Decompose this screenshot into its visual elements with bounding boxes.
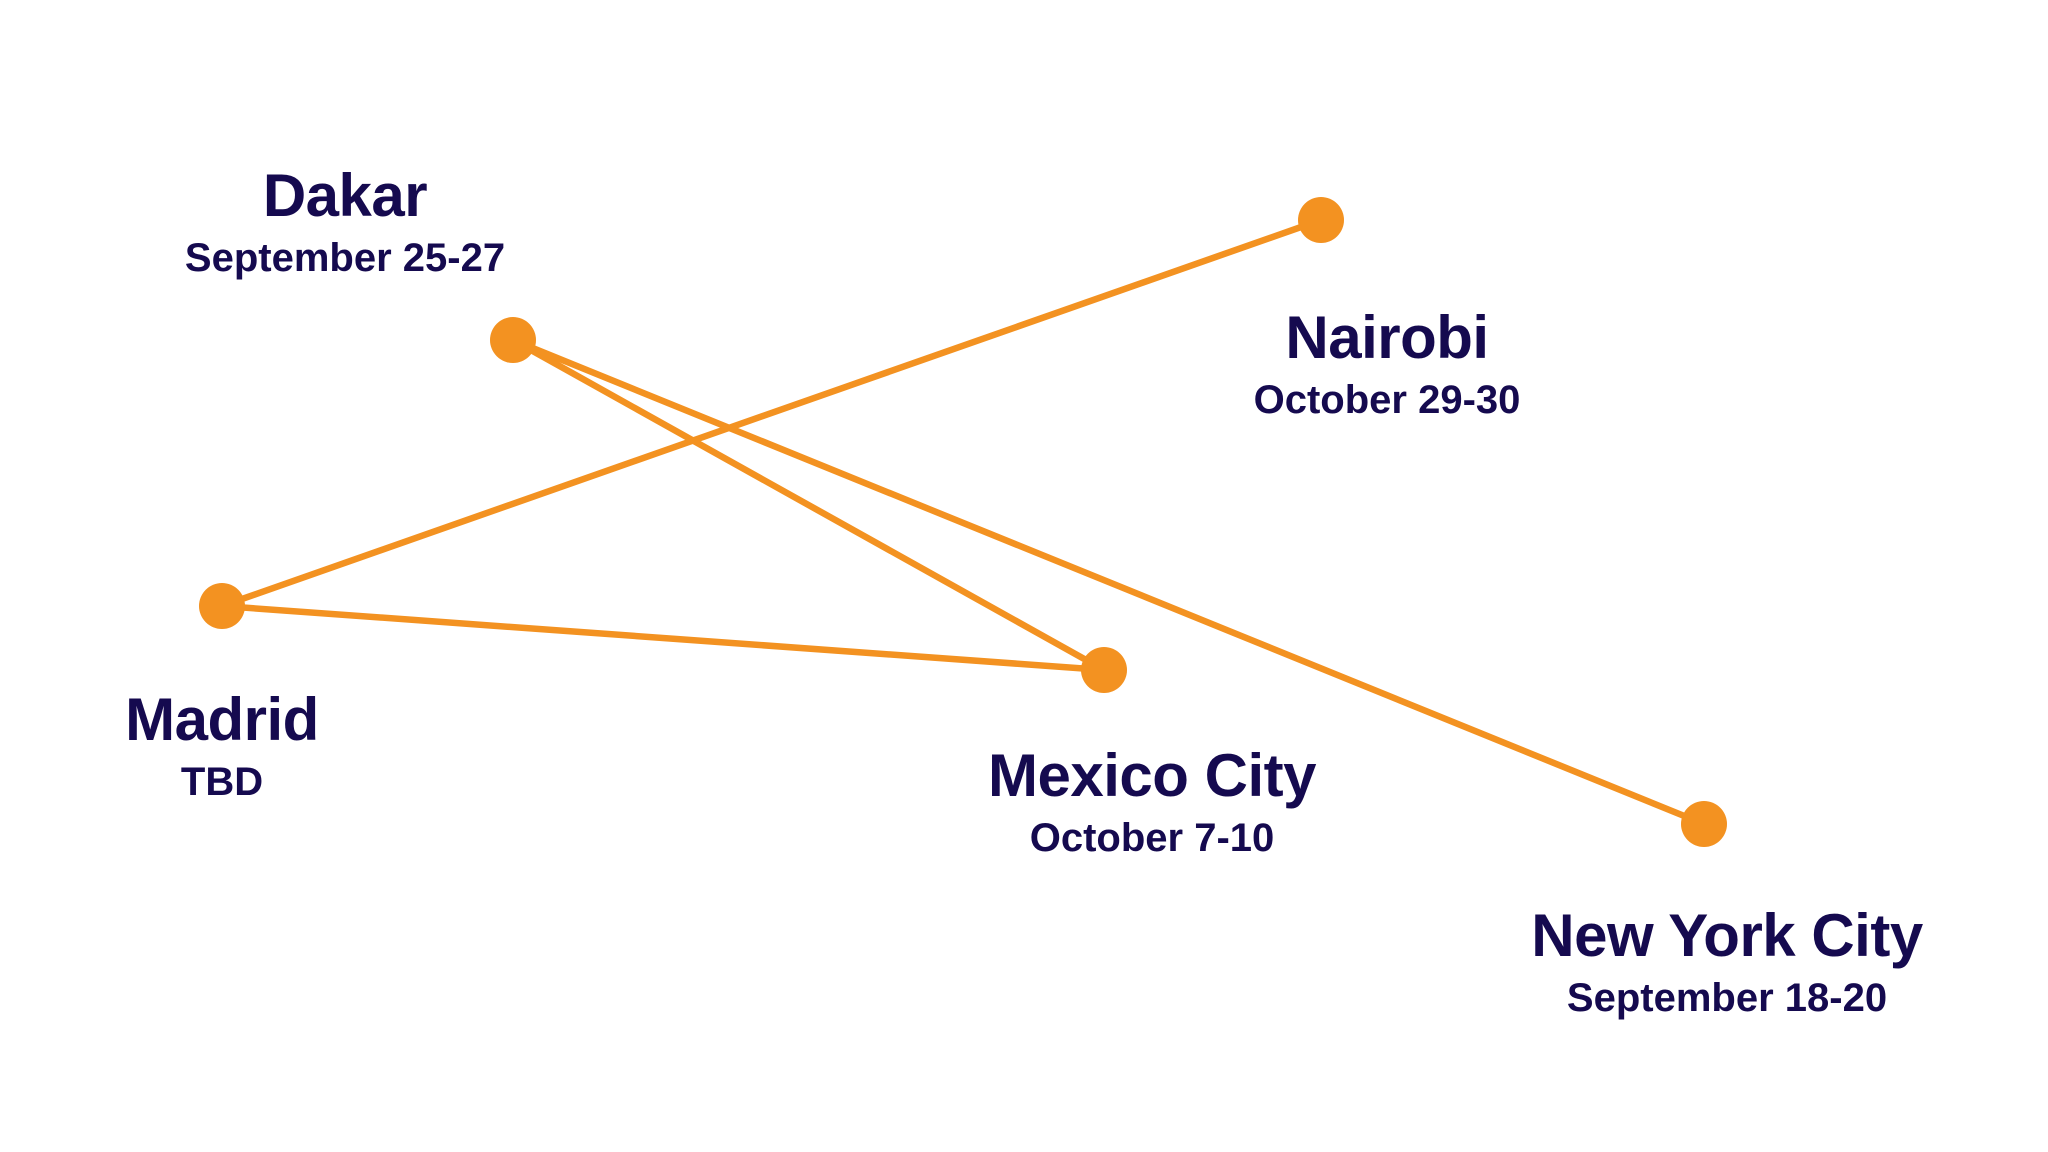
- city-name: New York City: [1531, 902, 1923, 969]
- city-name: Madrid: [125, 686, 319, 753]
- routes-layer: [218, 216, 1708, 828]
- city-date: October 7-10: [1029, 816, 1275, 860]
- route-line-dakar-to-new-york-city: [509, 336, 1708, 828]
- city-date: TBD: [180, 760, 264, 804]
- city-date: September 25-27: [184, 236, 506, 280]
- nodes-layer: [199, 197, 1727, 847]
- city-label-nairobi: Nairobi October 29-30: [1254, 308, 1521, 424]
- route-line-madrid-to-mexico-city: [218, 602, 1108, 674]
- city-marker-new-york-city: [1681, 801, 1727, 847]
- city-marker-nairobi: [1298, 197, 1344, 243]
- city-name: Dakar: [262, 162, 428, 229]
- city-marker-madrid: [199, 583, 245, 629]
- city-label-mexico-city: Mexico City October 7-10: [988, 746, 1316, 862]
- city-name: Nairobi: [1285, 304, 1489, 371]
- city-name: Mexico City: [988, 742, 1316, 809]
- city-marker-mexico-city: [1081, 647, 1127, 693]
- city-marker-dakar: [490, 317, 536, 363]
- city-label-dakar: Dakar September 25-27: [185, 166, 505, 282]
- city-date: October 29-30: [1253, 378, 1521, 422]
- city-label-madrid: Madrid TBD: [125, 690, 319, 806]
- city-date: September 18-20: [1566, 976, 1888, 1020]
- city-label-new-york-city: New York City September 18-20: [1531, 902, 1923, 1022]
- route-line-dakar-to-mexico-city: [509, 336, 1108, 674]
- route-line-madrid-to-nairobi: [218, 216, 1325, 610]
